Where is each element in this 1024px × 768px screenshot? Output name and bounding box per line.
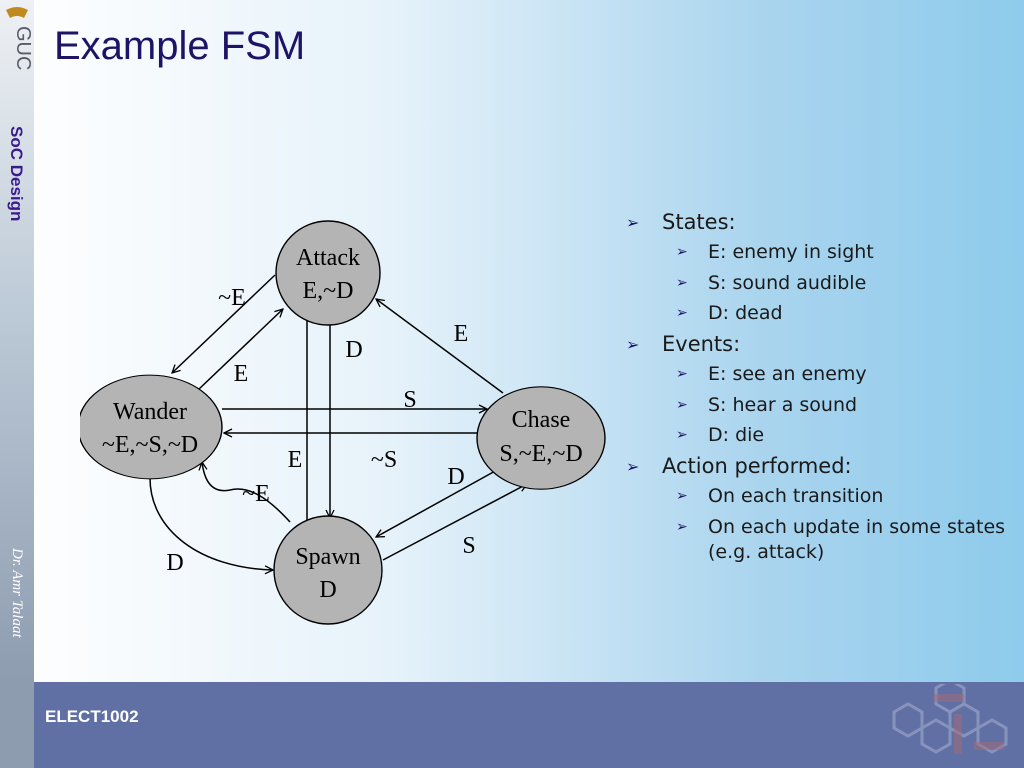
bullet-item: ➢ D: dead bbox=[626, 301, 1016, 326]
edge-spawn-to-wander bbox=[202, 462, 291, 523]
edge-label-spawn-chase: S bbox=[462, 533, 475, 559]
logo-emblem-icon bbox=[6, 7, 28, 18]
bullet-item: ➢ Action performed: bbox=[626, 454, 1016, 478]
bullet-item: ➢ S: sound audible bbox=[626, 271, 1016, 296]
arrow-bullet-icon: ➢ bbox=[676, 305, 688, 322]
bullet-text: S: sound audible bbox=[708, 271, 867, 294]
state-wander bbox=[80, 374, 223, 480]
guc-logo: GUC bbox=[6, 7, 32, 70]
arrow-bullet-icon: ➢ bbox=[676, 518, 688, 535]
arrow-bullet-icon: ➢ bbox=[676, 427, 688, 444]
arrow-bullet-icon: ➢ bbox=[676, 366, 688, 383]
bullet-item: ➢ D: die bbox=[626, 423, 1016, 448]
bullet-item: ➢ On each transition bbox=[626, 484, 1016, 509]
state-attack-output: E,~D bbox=[303, 278, 354, 304]
bullet-text: E: enemy in sight bbox=[708, 241, 874, 263]
bullet-item: ➢ E: enemy in sight bbox=[626, 240, 1016, 265]
arrow-bullet-icon: ➢ bbox=[676, 488, 688, 505]
edge-chase-to-attack bbox=[376, 299, 504, 394]
course-code: ELECT1002 bbox=[45, 707, 139, 726]
bullet-text: States: bbox=[662, 210, 736, 234]
hexagon-decoration bbox=[892, 684, 1008, 754]
arrow-bullet-icon: ➢ bbox=[676, 244, 688, 260]
bullet-item: ➢ Events: bbox=[626, 332, 1016, 356]
edge-label-attack-spawn: D bbox=[345, 337, 362, 363]
edge-label-spawn-wander: ~E bbox=[242, 481, 270, 507]
author-name: Dr. Amr Talaat bbox=[9, 548, 25, 638]
edge-label-wander-attack: E bbox=[234, 361, 249, 387]
state-spawn-name: Spawn bbox=[295, 544, 360, 570]
state-spawn-output: D bbox=[319, 577, 336, 603]
bullet-item: ➢ On each update in some states (e.g. att… bbox=[626, 515, 1016, 564]
arrow-bullet-icon: ➢ bbox=[626, 335, 640, 355]
arrow-bullet-icon: ➢ bbox=[676, 274, 688, 291]
bullet-item: ➢ S: hear a sound bbox=[626, 393, 1016, 418]
sidebar-footer-block bbox=[0, 682, 34, 768]
state-spawn bbox=[273, 515, 383, 625]
bullet-item: ➢ E: see an enemy bbox=[626, 362, 1016, 387]
svg-text:GUC: GUC bbox=[12, 26, 32, 70]
edge-label-wander-chase: S bbox=[403, 387, 416, 413]
edge-chase-to-spawn bbox=[376, 469, 498, 537]
edge-wander-to-attack bbox=[197, 309, 283, 391]
edge-label-chase-attack: E bbox=[454, 321, 469, 347]
edge-attack-to-wander bbox=[172, 274, 276, 373]
fsm-diagram: Attack E,~D Wander ~E,~S,~D Chase S,~E,~… bbox=[80, 220, 606, 625]
state-wander-output: ~E,~S,~D bbox=[102, 432, 198, 458]
bullet-text: On each update in some states (e.g. atta… bbox=[708, 515, 1006, 563]
bullet-text: E: see an enemy bbox=[708, 363, 867, 386]
edge-spawn-to-chase bbox=[382, 484, 527, 561]
course-label: SoC Design bbox=[7, 126, 26, 222]
edge-label-attack-wander: ~E bbox=[218, 285, 246, 311]
state-attack-name: Attack bbox=[296, 245, 360, 271]
state-chase-name: Chase bbox=[512, 407, 571, 433]
arrow-bullet-icon: ➢ bbox=[676, 396, 688, 413]
arrow-bullet-icon: ➢ bbox=[626, 457, 640, 477]
edge-label-chase-spawn: D bbox=[447, 464, 464, 490]
state-attack bbox=[275, 220, 381, 326]
bullet-text: On each transition bbox=[708, 485, 884, 508]
arrow-bullet-icon: ➢ bbox=[626, 213, 640, 232]
state-chase-output: S,~E,~D bbox=[499, 441, 582, 467]
bullet-text: D: die bbox=[708, 424, 765, 447]
edge-label-wander-spawn: D bbox=[166, 550, 183, 576]
bullet-text: D: dead bbox=[708, 302, 783, 325]
edge-label-chase-wander: ~S bbox=[371, 447, 397, 473]
bullet-item: ➢ States: bbox=[626, 210, 1016, 234]
state-wander-name: Wander bbox=[113, 399, 187, 425]
slide-title: Example FSM bbox=[54, 24, 306, 68]
left-sidebar bbox=[0, 0, 34, 682]
state-chase bbox=[476, 386, 606, 490]
bullet-list: ➢ States: ➢ E: enemy in sight ➢ S: sound au… bbox=[626, 210, 1016, 570]
edge-label-spawn-attack: E bbox=[288, 447, 303, 473]
bullet-text: Action performed: bbox=[662, 454, 852, 479]
edge-wander-to-spawn bbox=[149, 477, 273, 570]
bullet-text: Events: bbox=[662, 332, 741, 357]
footer-bar bbox=[34, 682, 1024, 768]
bullet-text: S: hear a sound bbox=[708, 393, 858, 416]
